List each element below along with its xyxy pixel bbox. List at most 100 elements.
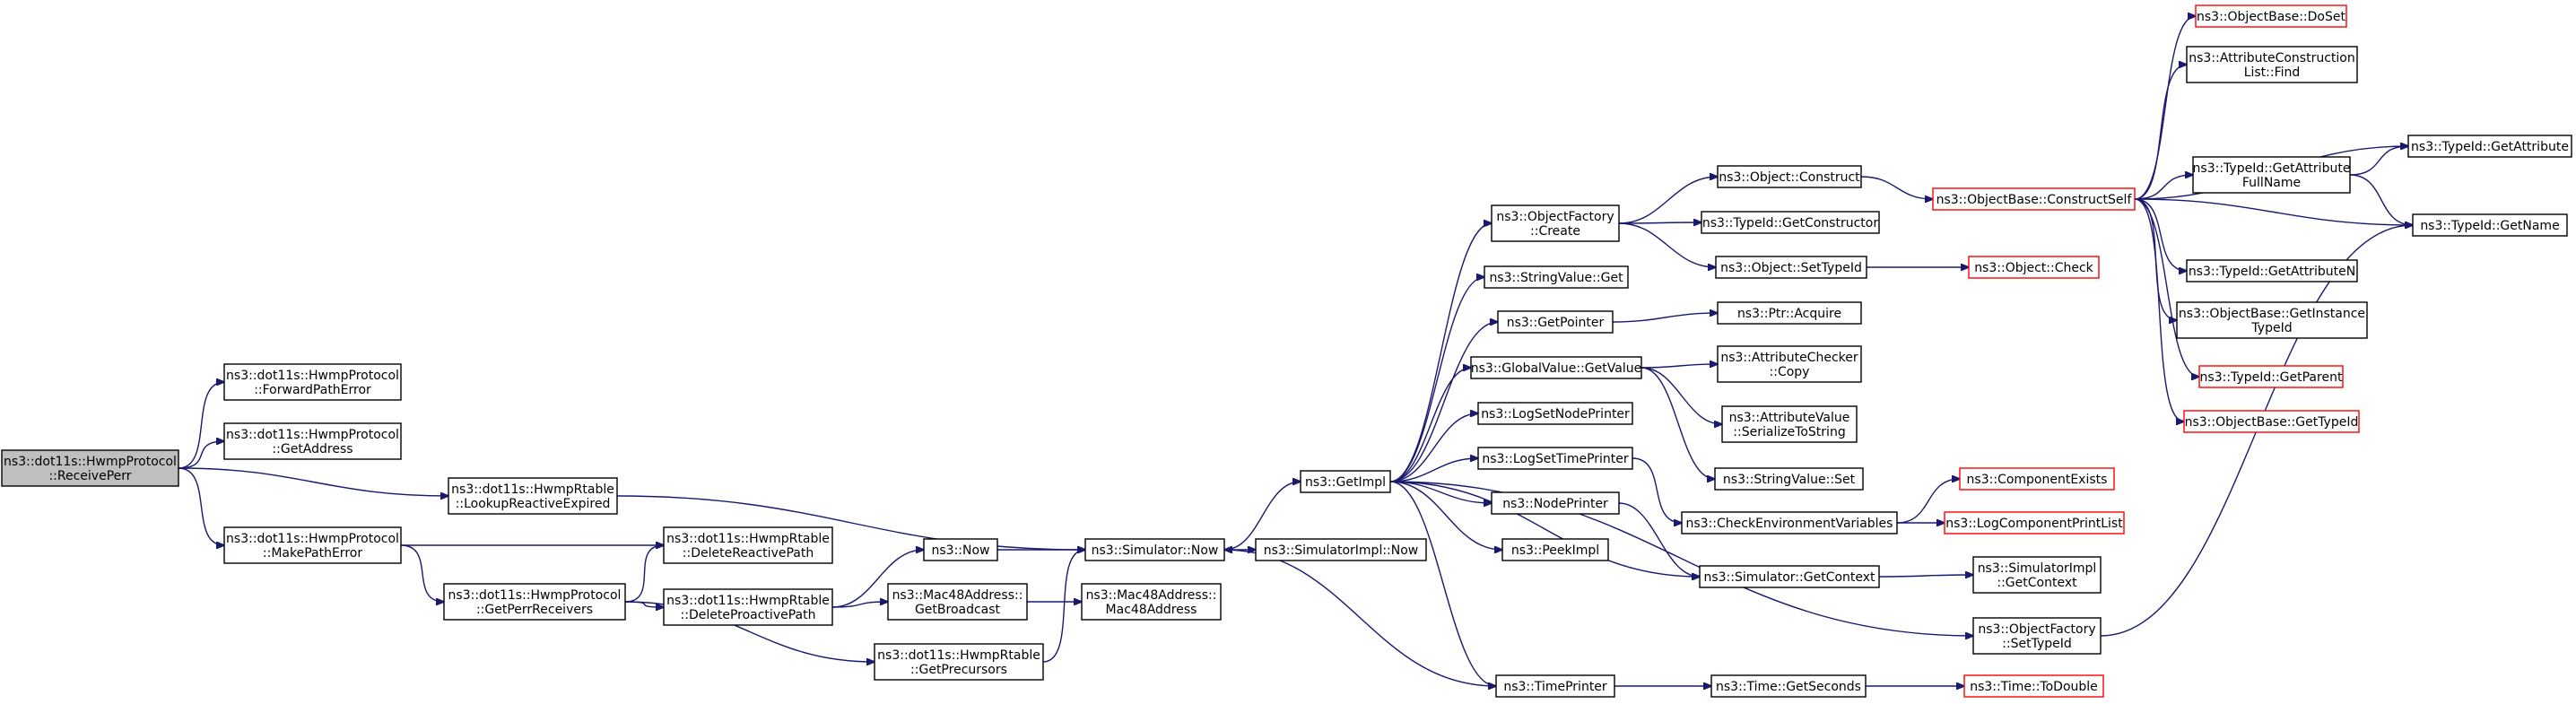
node-simgetcontext[interactable]: ns3::Simulator::GetContext [1699, 565, 1880, 588]
node-objfactsettypeid[interactable]: ns3::ObjectFactory::SetTypeId [1972, 617, 2102, 655]
edge-getattrfullname-to-getattribute [2349, 146, 2408, 176]
node-box [2186, 46, 2358, 83]
node-label-line: ::DeleteReactivePath [683, 546, 814, 561]
node-lognodeprinter[interactable]: ns3::LogSetNodePrinter [1477, 402, 1633, 425]
node-attrvalueser[interactable]: ns3::AttributeValue::SerializeToString [1721, 405, 1858, 443]
node-mac48address[interactable]: ns3::Mac48Address::Mac48Address [1081, 583, 1222, 621]
node-label-line: ns3::AttributeValue [1729, 411, 1850, 425]
node-label-line: ::MakePathError [263, 546, 362, 561]
edge-getimpl-to-nodeprinter [1389, 481, 1492, 503]
edge-simgetcontext-to-simimplgetcontext [1878, 575, 1973, 577]
node-getattributen[interactable]: ns3::TypeId::GetAttributeN [2186, 259, 2358, 282]
node-box [1699, 565, 1880, 588]
node-makepatherror[interactable]: ns3::dot11s::HwmpProtocol::MakePathError [223, 526, 402, 564]
edge-globalvalueget-to-stringvalueset [1640, 367, 1715, 479]
node-objbasegettypeid[interactable]: ns3::ObjectBase::GetTypeId [2183, 410, 2360, 433]
node-box [1491, 491, 1620, 515]
node-timegetseconds[interactable]: ns3::Time::GetSeconds [1710, 674, 1867, 698]
node-simimplnow[interactable]: ns3::SimulatorImpl::Now [1255, 538, 1427, 561]
node-getprecursors[interactable]: ns3::dot11s::HwmpRtable::GetPrecursors [874, 643, 1044, 681]
edge-receiveperr-to-makepatherror [178, 467, 224, 545]
node-label-line: ns3::ObjectBase::DoSet [2197, 10, 2345, 24]
node-simnow[interactable]: ns3::Simulator::Now [1084, 538, 1225, 561]
edge-getimpl-to-timeprinter [1389, 481, 1496, 686]
node-box [448, 477, 618, 515]
node-now[interactable]: ns3::Now [923, 538, 998, 561]
node-timeprinter[interactable]: ns3::TimePrinter [1495, 674, 1615, 698]
nodes: ns3::dot11s::HwmpProtocol::ReceivePerrns… [1, 4, 2572, 698]
node-componentexists[interactable]: ns3::ComponentExists [1959, 467, 2115, 491]
node-deleteproactivepath[interactable]: ns3::dot11s::HwmpRtable::DeleteProactive… [663, 588, 833, 626]
node-lookupreactiveexpired[interactable]: ns3::dot11s::HwmpRtable::LookupReactiveE… [448, 477, 618, 515]
node-peekimpl[interactable]: ns3::PeekImpl [1501, 538, 1609, 561]
edge-getimpl-to-globalvalueget [1389, 368, 1471, 482]
node-settypeid[interactable]: ns3::Object::SetTypeId [1715, 256, 1867, 279]
node-box [223, 422, 402, 460]
node-stringvalueget[interactable]: ns3::StringValue::Get [1484, 265, 1629, 289]
node-label-line: ns3::GlobalValue::GetValue [1471, 361, 1641, 376]
node-constructself[interactable]: ns3::ObjectBase::ConstructSelf [1932, 187, 2136, 211]
node-label-line: List::Find [2244, 65, 2301, 80]
node-globalvalueget[interactable]: ns3::GlobalValue::GetValue [1470, 356, 1642, 379]
node-label-line: ns3::Object::SetTypeId [1720, 261, 1862, 275]
node-deletereactivepath[interactable]: ns3::dot11s::HwmpRtable::DeleteReactiveP… [663, 526, 833, 564]
node-box [1932, 187, 2136, 211]
node-attrcheckercopy[interactable]: ns3::AttributeChecker::Copy [1717, 345, 1862, 383]
node-objbasedoset[interactable]: ns3::ObjectBase::DoSet [2195, 4, 2347, 28]
node-label-line: ns3::dot11s::HwmpProtocol [226, 532, 399, 546]
node-getname[interactable]: ns3::TypeId::GetName [2412, 213, 2568, 237]
node-box [874, 643, 1044, 681]
node-getaddress[interactable]: ns3::dot11s::HwmpProtocol::GetAddress [223, 422, 402, 460]
edge-simnow-to-getimpl [1223, 482, 1301, 551]
node-label-line: ns3::SimulatorImpl [1978, 561, 2097, 576]
node-forwardpatherror[interactable]: ns3::dot11s::HwmpProtocol::ForwardPathEr… [223, 363, 402, 401]
node-label-line: ns3::Ptr::Acquire [1737, 307, 1841, 321]
node-box [1470, 356, 1642, 379]
node-box [663, 588, 833, 626]
node-logcomponentprintlist[interactable]: ns3::LogComponentPrintList [1944, 511, 2125, 535]
node-getparent[interactable]: ns3::TypeId::GetParent [2198, 365, 2344, 388]
node-label-line: ns3::TypeId::GetParent [2200, 370, 2343, 385]
node-getbroadcast[interactable]: ns3::Mac48Address::GetBroadcast [887, 583, 1028, 621]
node-logtimeprinter[interactable]: ns3::LogSetTimePrinter [1477, 447, 1633, 470]
node-box [2195, 4, 2347, 28]
node-box [1495, 674, 1615, 698]
edge-getprecursors-to-simnow [1042, 550, 1085, 663]
node-box [443, 583, 626, 621]
edge-getimpl-to-getpointer [1389, 322, 1498, 482]
node-nodeprinter[interactable]: ns3::NodePrinter [1491, 491, 1620, 515]
edge-deleteproactivepath-to-now [831, 550, 924, 608]
node-box [1, 449, 179, 487]
node-label-line: ns3::Object::Check [1974, 261, 2093, 275]
node-getimpl[interactable]: ns3::GetImpl [1300, 470, 1391, 493]
node-getperrreceivers[interactable]: ns3::dot11s::HwmpProtocol::GetPerrReceiv… [443, 583, 626, 621]
node-simimplgetcontext[interactable]: ns3::SimulatorImpl::GetContext [1972, 556, 2102, 594]
node-getconstructor[interactable]: ns3::TypeId::GetConstructor [1701, 211, 1880, 234]
node-getattribute[interactable]: ns3::TypeId::GetAttribute [2407, 135, 2572, 158]
node-objectcheck[interactable]: ns3::Object::Check [1968, 256, 2100, 279]
edge-checkenv-to-componentexists [1896, 479, 1960, 524]
node-stringvalueset[interactable]: ns3::StringValue::Set [1714, 467, 1864, 491]
node-receiveperr[interactable]: ns3::dot11s::HwmpProtocol::ReceivePerr [1, 449, 179, 487]
node-label-line: ::Create [1530, 224, 1580, 239]
node-label-line: ns3::Mac48Address:: [892, 588, 1023, 603]
node-box [1484, 265, 1629, 289]
node-label-line: ns3::dot11s::HwmpProtocol [448, 588, 622, 603]
node-getpointer[interactable]: ns3::GetPointer [1497, 310, 1614, 334]
node-timetodouble[interactable]: ns3::Time::ToDouble [1963, 674, 2104, 698]
node-label-line: ::LookupReactiveExpired [456, 497, 611, 511]
node-label-line: ::SerializeToString [1733, 425, 1845, 439]
node-ptracquire[interactable]: ns3::Ptr::Acquire [1717, 301, 1862, 325]
edge-logtimeprinter-to-checkenv [1632, 457, 1682, 523]
node-objconstruct[interactable]: ns3::Object::Construct [1717, 165, 1862, 188]
edge-constructself-to-objbasedoset [2134, 16, 2196, 200]
node-label-line: ::GetContext [1997, 576, 2077, 590]
node-checkenv[interactable]: ns3::CheckEnvironmentVariables [1681, 511, 1898, 535]
node-objfactcreate[interactable]: ns3::ObjectFactory::Create [1491, 204, 1620, 242]
node-label-line: ns3::Now [932, 543, 990, 558]
edge-makepatherror-to-getperrreceivers [400, 544, 444, 602]
node-box [1717, 345, 1862, 383]
